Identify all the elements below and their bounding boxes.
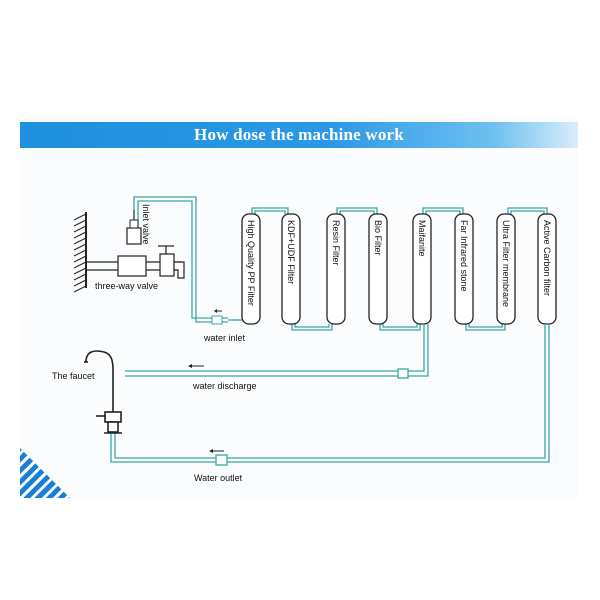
title-bar: How dose the machine work — [20, 122, 578, 148]
water-discharge-line — [125, 324, 429, 379]
filter-cartridge: Maifanite — [412, 213, 432, 325]
filter-label: Far Infrared stone — [459, 220, 469, 292]
filter-cartridge: Resin Filter — [326, 213, 346, 325]
inlet-valve-icon — [126, 210, 142, 245]
diagram-title: How dose the machine work — [194, 125, 404, 144]
filter-cartridge: Ultra Filter membrane — [496, 213, 516, 325]
filter-cartridge: Bio Filter — [368, 213, 388, 325]
filter-label: Maifanite — [417, 220, 427, 257]
water-outlet-line — [110, 324, 550, 466]
filter-cartridge: KDF+UDF Filter — [281, 213, 301, 325]
filter-label: Resin Filter — [331, 220, 341, 266]
water-inlet-marker — [211, 309, 223, 325]
filter-label: Ultra Filter membrane — [501, 220, 511, 307]
inlet-assembly — [86, 196, 228, 323]
filter-cartridge: High Quality PP Filter — [241, 213, 261, 325]
faucet-icon — [84, 350, 122, 434]
filter-label: Bio Filter — [373, 220, 383, 256]
water-outlet-label: Water outlet — [194, 473, 243, 483]
water-discharge-label: water discharge — [192, 381, 257, 391]
filter-label: KDF+UDF Filter — [286, 220, 296, 284]
three-way-valve-label: three-way valve — [95, 281, 158, 291]
filter-cartridge: Active Carbon filter — [537, 213, 557, 325]
filter-connectors — [228, 207, 548, 331]
water-inlet-label: water inlet — [203, 333, 246, 343]
three-way-valve-icon — [117, 245, 185, 279]
diagram-card: How dose the machine work — [20, 118, 578, 498]
filter-label: Active Carbon filter — [542, 220, 552, 296]
outlet-arrow-icon — [209, 449, 224, 453]
discharge-arrow-icon — [188, 364, 204, 368]
faucet-label: The faucet — [52, 371, 95, 381]
filter-cartridges: High Quality PP Filter KDF+UDF Filter Resi… — [241, 213, 557, 325]
inlet-valve-label: Inlet valve — [141, 204, 151, 245]
wall — [73, 212, 87, 293]
filter-label: High Quality PP Filter — [246, 220, 256, 306]
filter-cartridge: Far Infrared stone — [454, 213, 474, 325]
